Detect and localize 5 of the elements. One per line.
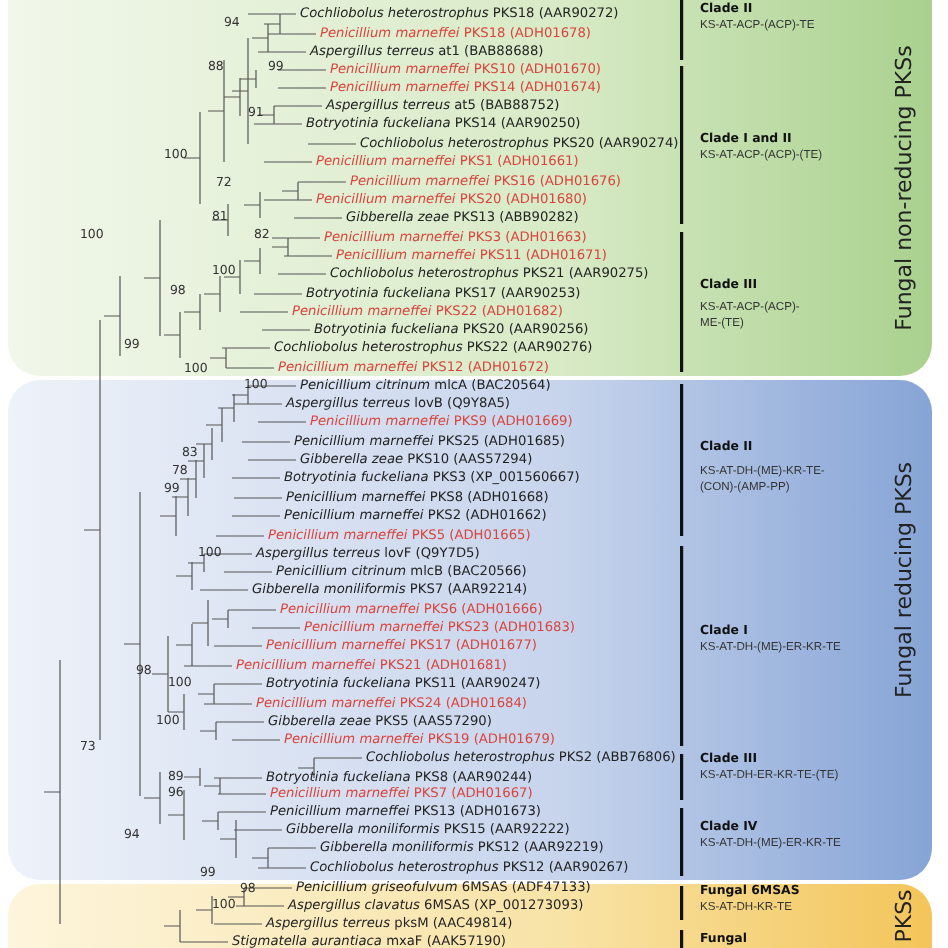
- clade-band: [8, 0, 932, 376]
- group-title: Fungal reducing PKSs: [891, 461, 917, 699]
- group-title: Fungal non-reducing PKSs: [891, 45, 917, 331]
- group-title: PKSs: [891, 889, 917, 943]
- clade-band: [8, 380, 932, 880]
